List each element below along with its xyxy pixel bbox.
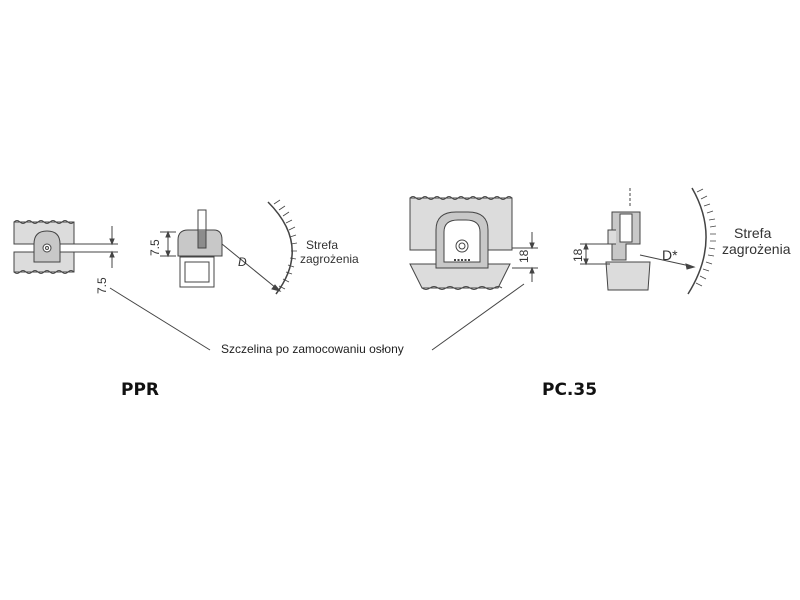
pc35-side-view <box>580 187 717 295</box>
pc35-front-dim-label: 18 <box>517 249 531 263</box>
ppr-front-dim-label: 7.5 <box>95 277 109 294</box>
ppr-distance-label: D <box>238 255 247 269</box>
pc35-side-dim-label: 18 <box>571 248 585 262</box>
ppr-side-dim-label: 7.5 <box>148 239 162 256</box>
ppr-zone-label-line2: zagrożenia <box>300 252 359 266</box>
pc35-front-view <box>409 196 538 351</box>
ppr-zone-label-line1: Strefa <box>306 238 338 252</box>
pc35-zone-label-line2: zagrożenia <box>722 241 791 257</box>
ppr-caption: PPR <box>121 380 159 400</box>
ppr-side-view <box>160 199 298 295</box>
ppr-front-view <box>13 220 211 351</box>
gap-note: Szczelina po zamocowaniu osłony <box>221 342 404 356</box>
pc35-zone-label-line1: Strefa <box>734 225 772 241</box>
pc35-caption: PC.35 <box>542 380 597 400</box>
pc35-distance-label: D* <box>662 247 678 263</box>
